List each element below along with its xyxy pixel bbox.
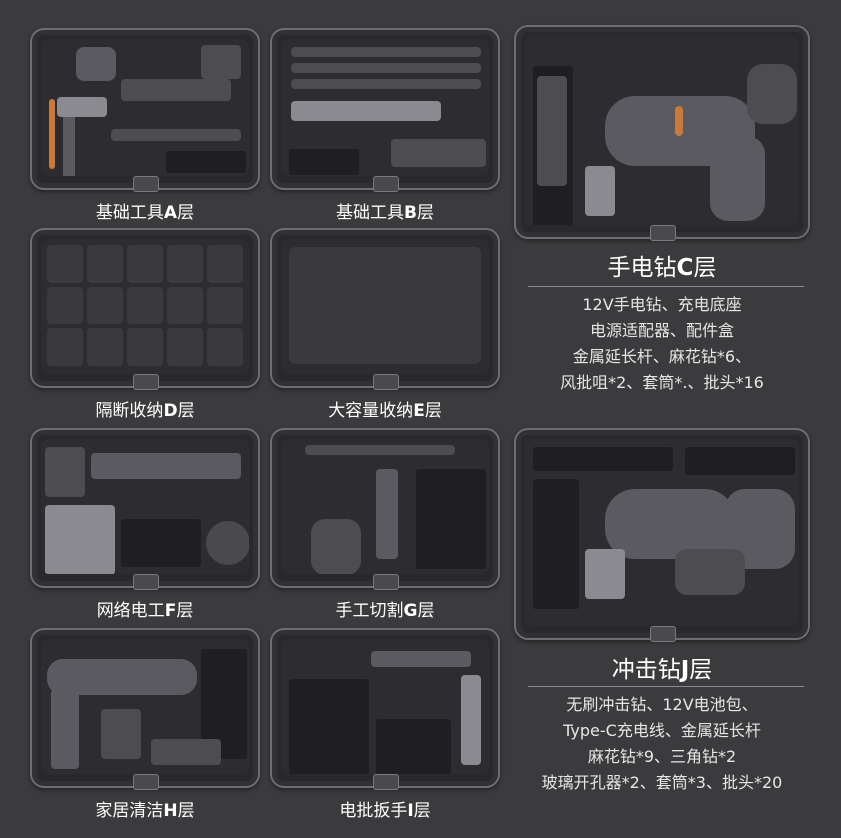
allen-keys [201, 45, 241, 79]
scissors [311, 519, 361, 574]
bit-rack [685, 447, 795, 475]
adapter [747, 64, 797, 124]
latch [373, 574, 399, 590]
tray-f-caption: 网络电工F层 [96, 601, 194, 621]
cable-tester [45, 505, 115, 574]
j-desc-line: 无刷冲击钻、12V电池包、 [566, 695, 758, 714]
tray-j-inner [525, 439, 799, 626]
hammer-head [57, 97, 107, 117]
utility-knife [376, 469, 398, 559]
drill-chuck [585, 166, 615, 216]
tray-c-description: 12V手电钻、充电底座 电源适配器、配件盒 金属延长杆、麻花钻*6、 风批咀*2… [514, 292, 810, 396]
c-desc-line: 风批咀*2、套筒*.、批头*16 [560, 373, 764, 392]
c-desc-line: 12V手电钻、充电底座 [582, 295, 742, 314]
bit-set [289, 149, 359, 175]
tray-i-caption: 电批扳手I层 [339, 801, 431, 821]
large-compartment [289, 247, 481, 364]
latch [373, 774, 399, 790]
tape-roll [206, 521, 249, 565]
j-desc-line: Type-C充电线、金属延长杆 [563, 721, 761, 740]
socket-grid [289, 679, 369, 774]
tray-d-inner [41, 239, 249, 374]
ratchet-wrench [461, 675, 481, 765]
bit-strip [533, 447, 673, 471]
impact-drill-chuck [585, 549, 625, 599]
latch [133, 774, 159, 790]
latch [133, 374, 159, 390]
tape-measure [76, 47, 116, 81]
latch [133, 574, 159, 590]
hacksaw [305, 445, 455, 455]
file-set [416, 469, 486, 569]
cleaning-brush [151, 739, 221, 765]
crimping-tool [91, 453, 241, 479]
screwdriver-3 [291, 79, 481, 89]
tray-f-inner [41, 439, 249, 574]
tray-a-caption: 基础工具A层 [95, 203, 195, 223]
drill-handle-j [675, 549, 745, 595]
tray-i-inner [281, 639, 489, 774]
tray-b-caption: 基础工具B层 [336, 203, 434, 223]
bit-holder [166, 151, 246, 173]
tray-i [270, 628, 500, 790]
tray-e-inner [281, 239, 489, 374]
brush [101, 709, 141, 759]
tape-measure-stripe [49, 99, 55, 169]
drill-accent [675, 106, 683, 136]
tray-e-caption: 大容量收纳E层 [328, 401, 442, 421]
tray-j [514, 428, 810, 642]
tray-g-caption: 手工切割G层 [335, 601, 435, 621]
tray-e [270, 228, 500, 390]
j-desc-line: 麻花钻*9、三角钻*2 [587, 747, 737, 766]
screwdriver-2 [291, 63, 481, 73]
drill-bit-slot [533, 479, 579, 609]
tray-b-inner [281, 39, 489, 176]
screwdriver-1 [291, 47, 481, 57]
pliers-b [391, 139, 486, 167]
tray-j-rule [528, 686, 804, 687]
tray-a-inner [41, 39, 249, 176]
tray-f [30, 428, 260, 590]
c-desc-line: 金属延长杆、麻花钻*6、 [572, 347, 752, 366]
tray-h [30, 628, 260, 790]
hammer [63, 104, 75, 176]
electric-screwdriver [371, 651, 471, 667]
c-desc-line: 电源适配器、配件盒 [589, 321, 734, 340]
impact-drill-body [605, 489, 735, 559]
latch [373, 374, 399, 390]
bit-row [376, 719, 451, 774]
tray-g-inner [281, 439, 489, 574]
screwdriver [111, 129, 241, 141]
tray-j-caption: 冲击钻J层 [611, 657, 713, 683]
tray-c [514, 25, 810, 241]
latch [373, 176, 399, 192]
vacuum-handle [51, 689, 79, 769]
tray-h-inner [41, 639, 249, 774]
latch [650, 225, 676, 241]
drill-handle [710, 136, 765, 221]
screwdriver-rack [121, 519, 201, 567]
tray-h-caption: 家居清洁H层 [95, 801, 195, 821]
wrench [291, 101, 441, 121]
network-tester-bits [45, 447, 85, 497]
tray-c-rule [528, 286, 804, 287]
pliers [121, 79, 231, 101]
latch [133, 176, 159, 192]
tray-c-caption: 手电钻C层 [607, 255, 717, 281]
compartment-grid [47, 245, 243, 366]
tray-j-description: 无刷冲击钻、12V电池包、 Type-C充电线、金属延长杆 麻花钻*9、三角钻*… [514, 692, 810, 796]
tray-b [270, 28, 500, 192]
tray-d-caption: 隔断收纳D层 [95, 401, 195, 421]
tray-a [30, 28, 260, 192]
latch [650, 626, 676, 642]
tray-g [270, 428, 500, 590]
charger [537, 76, 567, 186]
j-desc-line: 玻璃开孔器*2、套筒*3、批头*20 [541, 773, 783, 792]
tray-d [30, 228, 260, 390]
tray-c-inner [525, 36, 799, 225]
